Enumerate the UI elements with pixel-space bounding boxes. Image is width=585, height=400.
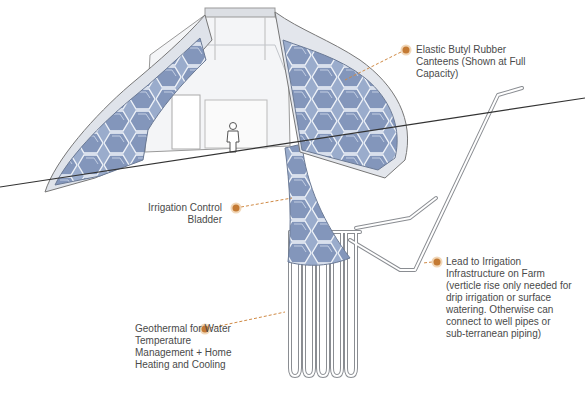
house-section	[283, 40, 397, 170]
house-section	[45, 15, 212, 192]
house-section	[275, 12, 408, 178]
house-section	[215, 17, 216, 60]
house-section	[55, 38, 206, 185]
leader-dots	[200, 45, 443, 335]
callout-label: Elastic Butyl Rubber Canteens (Shown at …	[416, 44, 544, 80]
house-section	[205, 8, 275, 17]
house-section	[45, 8, 408, 192]
leader-lines	[241, 198, 292, 207]
leader-dots	[233, 205, 240, 212]
leader-dots	[401, 45, 412, 56]
person-figure	[227, 131, 239, 152]
callout-label: Geothermal for Water Temperature Managem…	[135, 323, 247, 371]
person-figure	[227, 123, 239, 153]
callout-label: Lead to Irrigation Infrastructure on Far…	[446, 256, 572, 340]
callout: Geothermal for Water Temperature Managem…	[135, 323, 247, 371]
leader-lines	[345, 52, 401, 80]
house-section	[265, 17, 266, 60]
pipe-network	[346, 232, 356, 376]
pipe-network	[356, 198, 436, 228]
leader-lines	[423, 262, 432, 263]
pipe-network	[346, 232, 356, 376]
callout-label: Irrigation Control Bladder	[132, 202, 222, 226]
house-section	[172, 95, 200, 149]
leader-dots	[231, 203, 242, 214]
ground-line	[0, 98, 585, 187]
pipe-network	[356, 198, 436, 228]
callout: Irrigation Control Bladder	[132, 202, 222, 226]
callout: Lead to Irrigation Infrastructure on Far…	[446, 256, 572, 340]
leader-lines	[210, 52, 432, 328]
person-figure	[230, 123, 237, 130]
leader-dots	[403, 47, 410, 54]
callout: Elastic Butyl Rubber Canteens (Shown at …	[416, 44, 544, 80]
leader-dots	[434, 259, 441, 266]
leader-dots	[432, 257, 443, 268]
